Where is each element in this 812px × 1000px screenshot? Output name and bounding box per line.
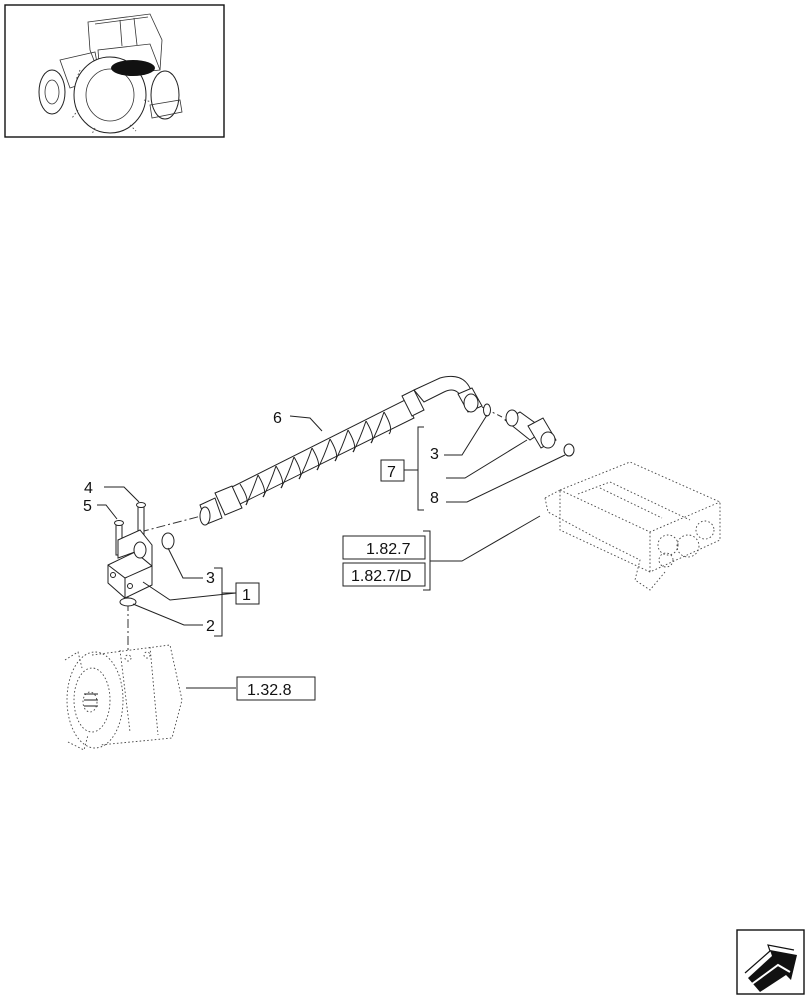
ref-box-1[interactable]: 1 <box>235 582 260 605</box>
callout-3-bottom: 3 <box>206 570 215 587</box>
ref-box-7[interactable]: 7 <box>380 459 405 482</box>
callout-3-top: 3 <box>430 446 439 463</box>
callout-5: 5 <box>83 498 92 515</box>
adapter-fitting <box>483 403 575 457</box>
svg-text:1.32.8: 1.32.8 <box>247 682 292 699</box>
tractor-location-icon <box>4 4 225 138</box>
ref-box-1-32-8[interactable]: 1.32.8 <box>236 676 316 701</box>
callout-2: 2 <box>206 618 215 635</box>
hose-assembly <box>127 375 503 650</box>
control-valve-reference <box>544 461 721 591</box>
svg-text:7: 7 <box>387 464 396 481</box>
flange-assembly <box>107 502 175 607</box>
callout-6: 6 <box>273 410 282 427</box>
svg-text:1.82.7/D: 1.82.7/D <box>351 568 411 585</box>
svg-text:1.82.7: 1.82.7 <box>366 541 411 558</box>
next-page-arrow-icon[interactable] <box>736 929 805 995</box>
callout-8: 8 <box>430 490 439 507</box>
ref-box-1-82-7-d[interactable]: 1.82.7/D <box>342 562 426 587</box>
leader-lines <box>97 414 566 689</box>
hydraulic-pump-reference <box>64 644 183 751</box>
ref-box-1-82-7[interactable]: 1.82.7 <box>342 535 426 560</box>
svg-text:1: 1 <box>242 587 251 604</box>
callout-4: 4 <box>84 480 93 497</box>
